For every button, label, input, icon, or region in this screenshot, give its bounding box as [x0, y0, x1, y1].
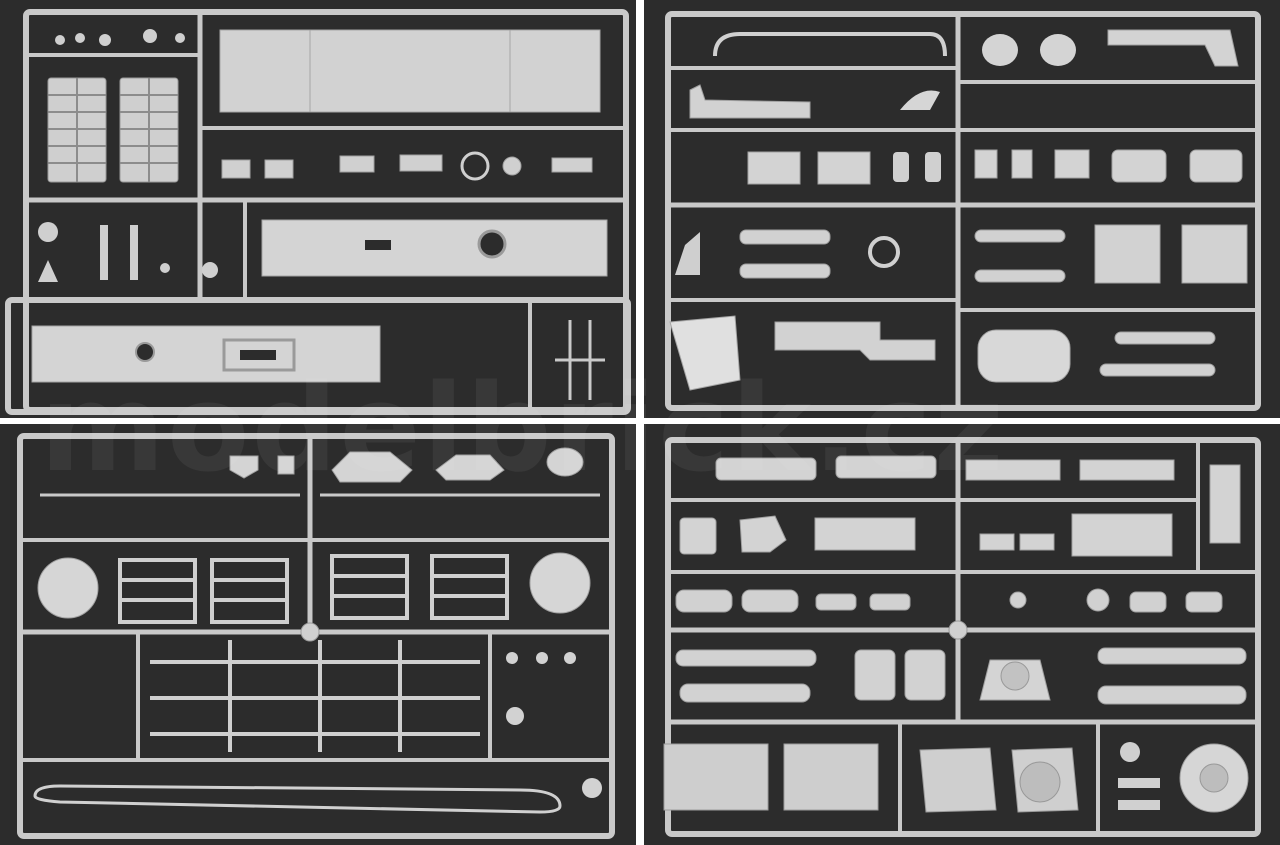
watermark-text: modelbrick.cz [40, 360, 1006, 499]
sprue-panel-top-left [0, 0, 636, 418]
hull-plate-top [219, 29, 601, 113]
hull-plate-middle [261, 219, 608, 277]
tow-cable [33, 784, 562, 814]
engine-block-left [663, 743, 769, 811]
road-wheel-left [37, 557, 99, 619]
hull-plate-lower [31, 325, 381, 383]
sprue-panel-top-right [644, 0, 1280, 418]
sprue-panel-bottom-right [644, 424, 1280, 845]
engine-block-right [783, 743, 879, 811]
sprue-panel-bottom-left [0, 424, 636, 845]
road-wheel-right [529, 552, 591, 614]
